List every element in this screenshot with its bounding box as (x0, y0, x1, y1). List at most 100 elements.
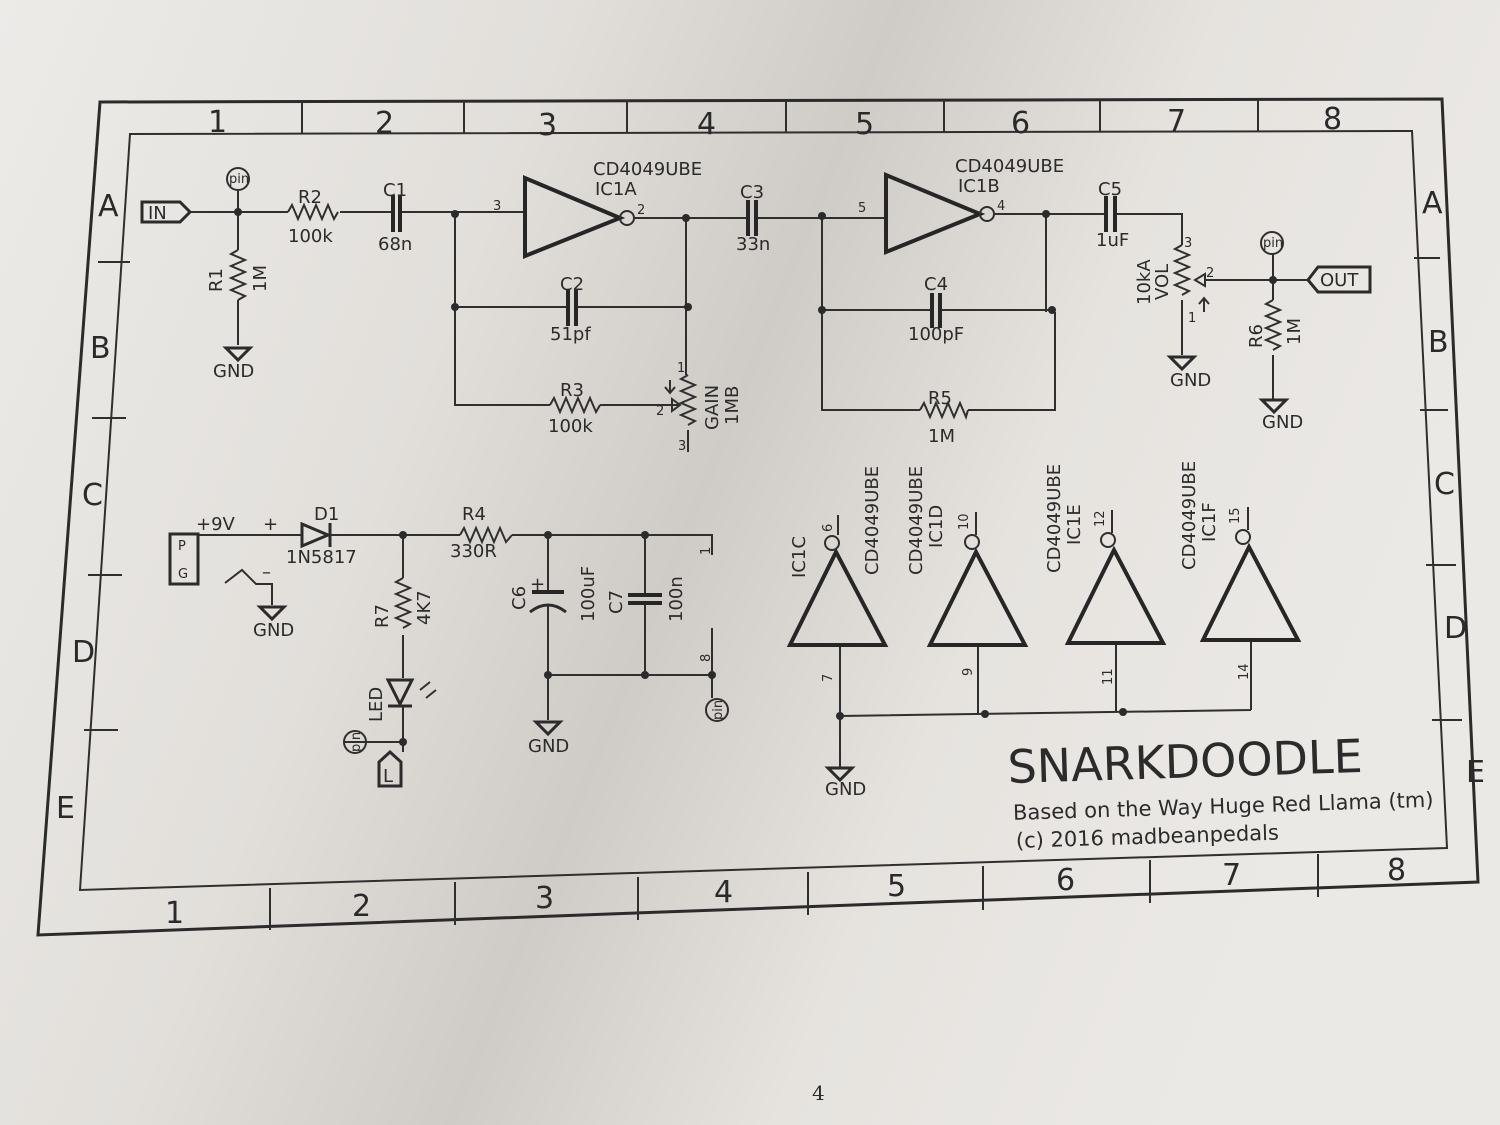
svg-text:A: A (1422, 186, 1443, 221)
junction (836, 712, 844, 720)
svg-text:11: 11 (1101, 668, 1116, 685)
capacitor-c3: C3 33n (736, 182, 770, 255)
svg-text:100k: 100k (548, 416, 593, 437)
junction (1269, 276, 1277, 284)
svg-text:B: B (90, 331, 111, 366)
svg-text:1uF: 1uF (1096, 230, 1129, 251)
svg-text:GND: GND (253, 620, 294, 641)
svg-text:5: 5 (887, 869, 906, 904)
pin-pad: pin (226, 167, 250, 191)
svg-text:B: B (1428, 325, 1449, 360)
svg-text:C7: C7 (606, 590, 627, 614)
ground-symbol: GND (253, 605, 294, 641)
svg-text:14: 14 (1237, 663, 1252, 680)
led: LED (366, 678, 437, 722)
svg-text:CD4049UBE: CD4049UBE (593, 159, 702, 180)
svg-text:R1: R1 (206, 268, 227, 292)
svg-text:1MB: 1MB (722, 386, 743, 425)
svg-text:51pf: 51pf (550, 324, 591, 345)
svg-text:1: 1 (699, 547, 714, 555)
svg-text:9: 9 (961, 668, 976, 676)
junction (399, 738, 407, 746)
junction (641, 531, 649, 539)
junction (399, 531, 407, 539)
svg-text:CD4049UBE: CD4049UBE (1179, 461, 1200, 570)
svg-text:3: 3 (538, 108, 557, 143)
svg-text:R6: R6 (1246, 324, 1267, 348)
svg-text:7: 7 (821, 674, 836, 682)
svg-text:2: 2 (375, 106, 394, 141)
svg-text:C5: C5 (1098, 179, 1122, 200)
svg-text:C: C (1434, 467, 1455, 502)
inverter-ic1f: CD4049UBE IC1F 15 14 (1179, 461, 1302, 680)
led-tag: L (377, 749, 403, 788)
svg-text:R4: R4 (462, 504, 486, 525)
svg-text:33n: 33n (736, 234, 770, 255)
svg-text:P: P (178, 539, 186, 554)
junction (544, 671, 552, 679)
svg-text:6: 6 (1011, 106, 1030, 141)
junction (1048, 306, 1056, 314)
svg-text:L: L (383, 766, 393, 787)
svg-text:IC1B: IC1B (958, 176, 1000, 197)
svg-text:+: + (263, 514, 278, 535)
capacitor-c1: C1 68n (378, 180, 412, 255)
output-port: OUT (1306, 265, 1372, 294)
svg-text:D: D (1444, 611, 1467, 646)
junction (818, 306, 826, 314)
svg-text:5: 5 (858, 201, 866, 216)
junction (641, 671, 649, 679)
resistor-r1: R1 1M (206, 249, 271, 301)
svg-text:CD4049UBE: CD4049UBE (955, 156, 1064, 177)
wire (837, 507, 1252, 768)
svg-text:GND: GND (825, 779, 866, 800)
svg-text:1: 1 (208, 105, 227, 140)
svg-text:4K7: 4K7 (414, 590, 435, 625)
svg-text:IC1A: IC1A (595, 179, 637, 200)
svg-text:7: 7 (1222, 858, 1241, 893)
junction (544, 531, 552, 539)
capacitor-c5: C5 1uF (1096, 179, 1129, 251)
svg-text:15: 15 (1228, 507, 1243, 524)
svg-text:100pF: 100pF (908, 324, 964, 345)
inverter-ic1b: CD4049UBE IC1B 5 4 (858, 156, 1064, 255)
svg-text:3: 3 (1184, 236, 1192, 251)
ground-symbol: GND (528, 720, 569, 757)
potentiometer-gain: 1 2 3 GAIN 1MB (656, 361, 743, 454)
svg-text:pin: pin (711, 700, 726, 720)
resistor-r5: R5 1M (919, 388, 969, 447)
svg-text:6: 6 (1056, 863, 1075, 898)
svg-text:LED: LED (366, 687, 387, 722)
svg-text:C6: C6 (509, 586, 530, 610)
svg-text:R2: R2 (298, 187, 322, 208)
svg-text:C: C (82, 478, 103, 513)
svg-text:C1: C1 (383, 180, 407, 201)
svg-text:A: A (98, 189, 119, 224)
schematic-title: SNARKDOODLE (1007, 729, 1364, 794)
svg-text:IN: IN (148, 203, 167, 224)
svg-text:2: 2 (637, 203, 645, 218)
junction (818, 212, 826, 220)
svg-text:GAIN: GAIN (702, 385, 723, 430)
svg-text:4: 4 (697, 107, 716, 142)
svg-text:IC1C: IC1C (789, 536, 810, 578)
inverter-ic1d: CD4049UBE IC1D 10 9 (906, 466, 1029, 676)
column-labels-bottom: 1 2 3 4 5 6 7 8 (165, 853, 1406, 931)
sheet-frame (36, 97, 1480, 937)
svg-text:100n: 100n (666, 576, 687, 622)
junction (451, 303, 459, 311)
potentiometer-vol: 3 2 1 VOL 10kA (1134, 236, 1214, 326)
svg-text:10kA: 10kA (1134, 259, 1155, 305)
svg-text:1N5817: 1N5817 (286, 547, 357, 568)
junction (684, 303, 692, 311)
junction (1119, 708, 1127, 716)
junction (682, 214, 690, 222)
svg-text:GND: GND (1170, 370, 1211, 391)
resistor-r4: R4 330R (450, 504, 513, 562)
ground-symbol: GND (213, 346, 254, 382)
svg-text:330R: 330R (450, 541, 497, 562)
svg-text:C2: C2 (560, 274, 584, 295)
svg-text:8: 8 (1323, 102, 1342, 137)
pin-pad: pin (705, 698, 729, 722)
